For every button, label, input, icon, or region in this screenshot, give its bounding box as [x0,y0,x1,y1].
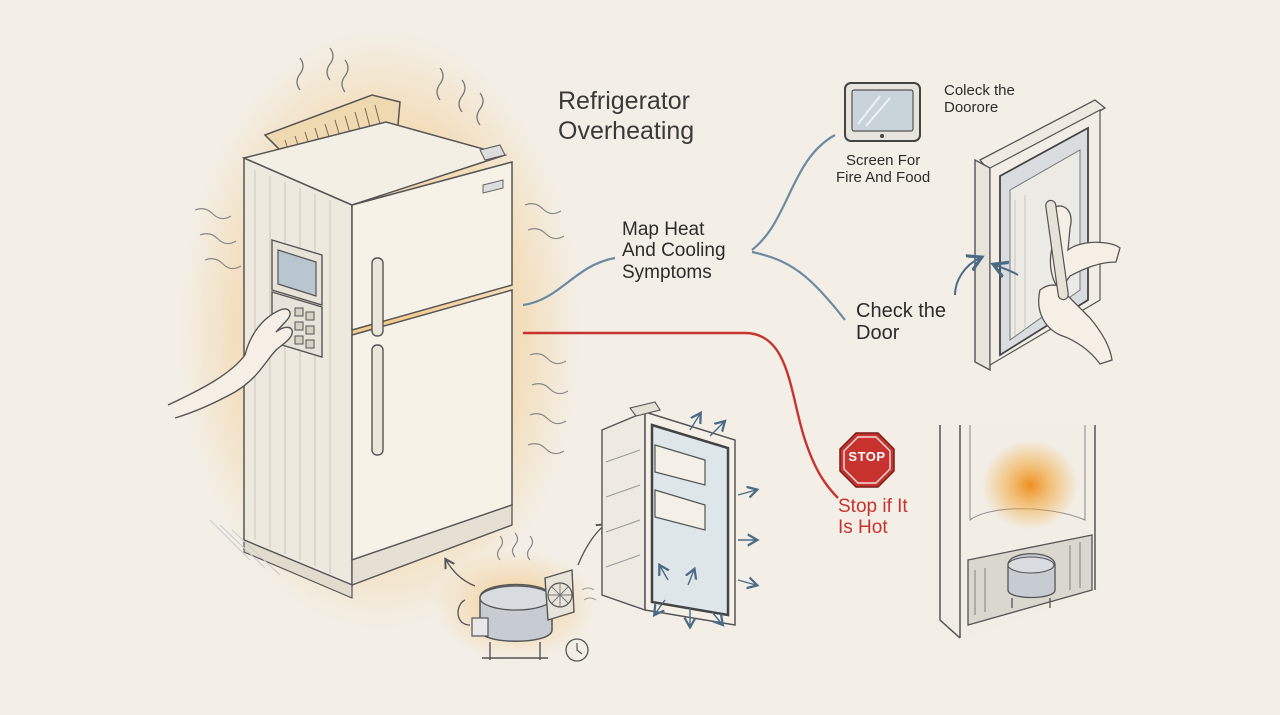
connectors [522,134,846,499]
heat-waves-side [194,203,569,455]
compressor-illustration [435,525,605,662]
hot-spot [982,440,1078,530]
open-door-illustration [601,401,756,626]
fridge-side-panel [243,156,353,587]
stop-branch-label: Stop if It Is Hot [838,496,908,539]
connector-stop [523,331,839,499]
hot-interior-illustration [930,425,1100,640]
fridge-handle [371,344,384,456]
stop-sign-text: STOP [848,449,886,464]
freezer-door [351,161,513,331]
center-node-label: Map Heat And Cooling Symptoms [622,219,726,283]
door-top-label: Coleck the Doorore [944,82,1015,116]
diagram-title: Refrigerator Overheating [558,87,695,145]
hand-upper [1049,205,1121,292]
connector-door [751,250,846,321]
refrigerator-illustration [167,30,580,630]
stop-sign-icon [839,432,895,488]
hand-left [167,308,293,419]
airflow-arrows [655,414,756,626]
connector-screen [751,134,836,251]
door-seal-illustration [954,99,1121,372]
screen-branch-label: Screen For Fire And Food [836,152,931,186]
connector-root [522,256,616,307]
tablet-screen-icon [844,82,921,142]
heat-waves-top [296,47,484,126]
display-screen [277,249,317,297]
freezer-handle [371,257,384,337]
door-check-label: Check the Door [856,300,947,345]
